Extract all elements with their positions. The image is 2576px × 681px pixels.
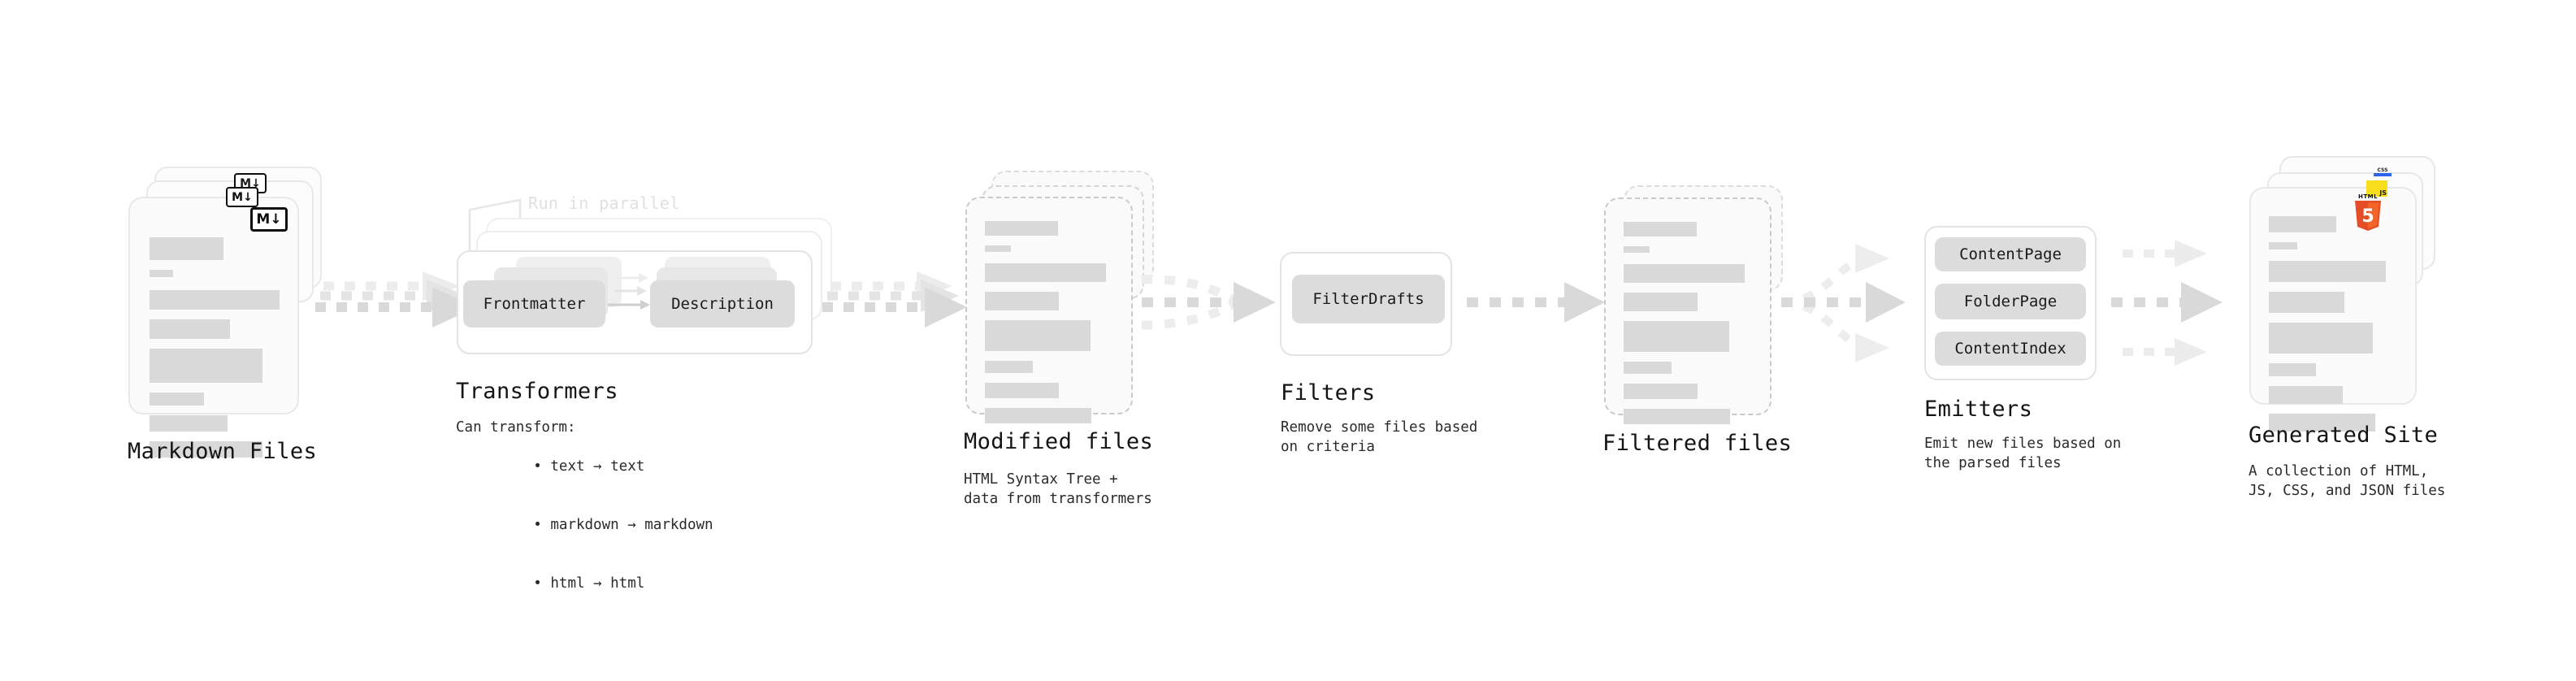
- css3-icon: CSS: [2374, 165, 2392, 176]
- bullet-dot: •: [533, 575, 551, 592]
- site-file-card-front: [2249, 187, 2417, 432]
- stage-title-emitters: Emitters: [1924, 397, 2033, 422]
- html5-digit: 5: [2361, 206, 2374, 227]
- modified-files-subtitle: HTML Syntax Tree + data from transformer…: [964, 471, 1152, 507]
- skeleton-bar: [1624, 409, 1731, 424]
- skeleton-bar: [150, 441, 263, 458]
- skeleton-bar: [985, 245, 1011, 252]
- filters-subtitle: Remove some files based on criteria: [1281, 419, 1478, 455]
- skeleton-bar: [1624, 321, 1729, 352]
- skeleton-bar: [985, 408, 1092, 423]
- skeleton-bar: [2269, 261, 2386, 282]
- stage-title-generated-site: Generated Site: [2249, 423, 2439, 448]
- js-icon-label: JS: [2379, 189, 2387, 197]
- filtered-file-card-front: [1604, 197, 1772, 424]
- transformers-bullet-1: • markdown → markdown: [465, 496, 713, 554]
- skeleton-bar: [1624, 246, 1650, 253]
- bullet-dot: •: [533, 458, 551, 475]
- skeleton-bar: [2269, 216, 2337, 232]
- skeleton-bar: [2269, 363, 2316, 376]
- markdown-icon: M↓: [250, 207, 288, 232]
- skeleton-bar: [985, 383, 1060, 398]
- transformers-bullet-2: • html → html: [465, 554, 713, 613]
- filter-chip-filterdrafts[interactable]: FilterDrafts: [1292, 275, 1445, 323]
- skeleton-bar: [2269, 323, 2373, 354]
- bullet-text: html → html: [550, 575, 645, 592]
- transformer-chip-frontmatter[interactable]: Frontmatter: [463, 280, 605, 327]
- css3-icon-bar: [2374, 173, 2392, 176]
- bullet-dot: •: [533, 517, 551, 533]
- skeleton-bar: [150, 270, 173, 277]
- transformers-bullets: • text → text • markdown → markdown • ht…: [465, 437, 713, 613]
- skeleton-bar: [985, 263, 1106, 282]
- skeleton-bar: [985, 320, 1091, 351]
- transformer-chip-description[interactable]: Description: [650, 280, 795, 327]
- skeleton-bar: [985, 221, 1058, 236]
- run-in-parallel-label: Run in parallel: [528, 193, 680, 213]
- stage-title-filtered-files: Filtered files: [1602, 431, 1793, 456]
- emitter-chip-contentindex[interactable]: ContentIndex: [1935, 332, 2086, 366]
- skeleton-bar: [150, 290, 280, 310]
- html5-icon: HTML 5: [2353, 193, 2383, 232]
- transformers-subtitle: Can transform:: [456, 419, 576, 436]
- skeleton-bar: [1624, 264, 1745, 283]
- transformers-bullet-0: • text → text: [465, 437, 713, 496]
- skeleton-bar: [150, 237, 224, 260]
- generated-site-subtitle: A collection of HTML, JS, CSS, and JSON …: [2249, 463, 2446, 499]
- markdown-icon-mid: M↓: [226, 187, 258, 207]
- emitter-chip-contentpage[interactable]: ContentPage: [1935, 237, 2086, 271]
- html5-icon-label: HTML: [2357, 193, 2379, 200]
- stage-title-transformers: Transformers: [456, 379, 618, 404]
- stage-title-modified-files: Modified files: [964, 429, 1154, 454]
- markdown-file-card-front: [128, 197, 299, 458]
- skeleton-bar: [150, 349, 263, 383]
- js-icon: JS: [2366, 180, 2387, 197]
- emitters-subtitle: Emit new files based on the parsed files: [1924, 436, 2122, 471]
- skeleton-bar: [985, 292, 1060, 310]
- skeleton-bar: [150, 415, 228, 432]
- stage-title-filters: Filters: [1281, 380, 1376, 406]
- skeleton-bar: [150, 319, 231, 339]
- bullet-text: text → text: [550, 458, 645, 475]
- emitter-chip-folderpage[interactable]: FolderPage: [1935, 284, 2086, 319]
- skeleton-bar: [2269, 386, 2344, 404]
- skeleton-bar: [1624, 384, 1698, 399]
- skeleton-bar: [2269, 414, 2376, 432]
- modified-file-card-front: [965, 197, 1133, 423]
- skeleton-bar: [1624, 362, 1672, 374]
- skeleton-bar: [150, 393, 205, 406]
- stage-title-markdown-files: Markdown Files: [128, 439, 318, 464]
- skeleton-bar: [2269, 292, 2344, 313]
- bullet-text: markdown → markdown: [550, 517, 713, 533]
- skeleton-bar: [1624, 222, 1697, 236]
- skeleton-bar: [2269, 242, 2298, 249]
- skeleton-bar: [985, 361, 1034, 373]
- css3-icon-label: CSS: [2377, 167, 2388, 173]
- skeleton-bar: [1624, 293, 1698, 311]
